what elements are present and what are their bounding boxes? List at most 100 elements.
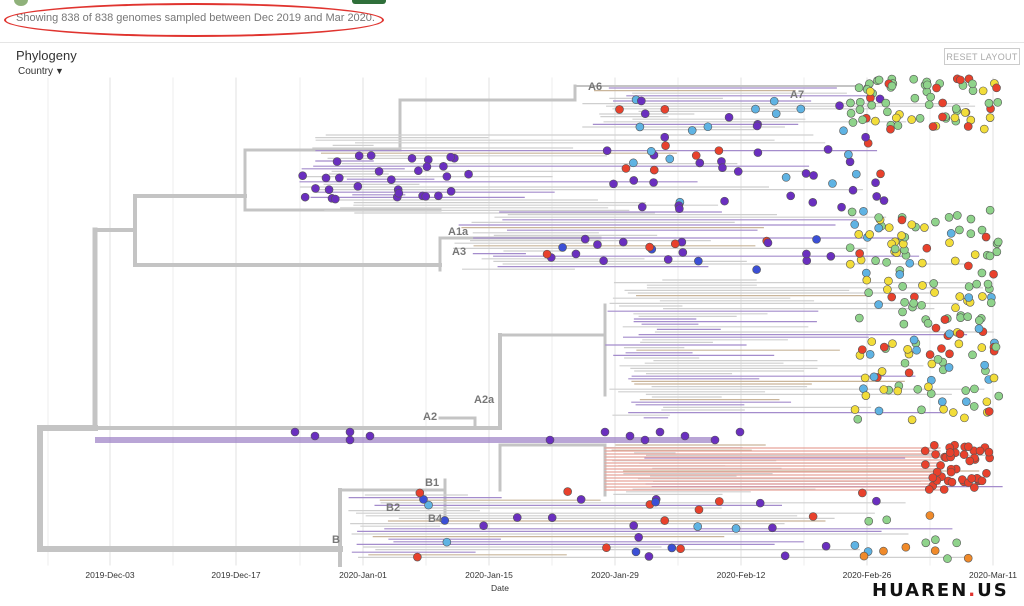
tip-node — [298, 171, 307, 180]
tip-node — [892, 113, 901, 123]
watermark-text-right: US — [977, 580, 1009, 601]
tip-node — [977, 476, 987, 486]
tip-node — [855, 249, 864, 258]
tip-node — [394, 188, 404, 198]
header-button[interactable] — [352, 0, 386, 4]
tip-node — [422, 162, 432, 172]
tip-node — [909, 335, 919, 345]
tip-node — [865, 87, 875, 96]
tip-node — [835, 101, 844, 110]
tip-node — [884, 223, 894, 232]
tip-node — [808, 512, 818, 521]
tip-node — [875, 94, 885, 104]
tip-node — [867, 337, 877, 346]
tip-node — [645, 242, 654, 252]
tip-node — [837, 202, 846, 212]
tip-node — [944, 212, 954, 222]
tip-node — [860, 373, 870, 383]
tip-node — [848, 118, 858, 127]
reset-layout-button[interactable]: RESET LAYOUT — [944, 48, 1020, 65]
tip-node — [977, 343, 987, 352]
tip-node — [629, 158, 638, 168]
tip-node — [871, 178, 880, 187]
tip-node — [946, 229, 956, 238]
tip-node — [844, 150, 853, 159]
tip-node — [693, 522, 702, 531]
tip-node — [855, 313, 864, 323]
tip-node — [974, 316, 984, 325]
tip-node — [874, 223, 883, 233]
tip-node — [600, 427, 610, 437]
clade-label: B — [332, 534, 340, 546]
highlight-annotation — [4, 3, 384, 37]
tip-node — [974, 324, 984, 333]
tip-node — [928, 473, 938, 482]
tip-node — [852, 169, 861, 179]
tip-node — [917, 405, 926, 415]
tip-node — [324, 185, 334, 194]
tip-node — [629, 521, 638, 530]
tip-node — [413, 552, 422, 562]
tip-node — [879, 546, 888, 556]
tip-node — [442, 537, 452, 547]
clade-label: A7 — [790, 89, 804, 101]
tip-node — [948, 408, 958, 417]
color-by-dropdown[interactable]: Country▼ — [18, 66, 64, 77]
tip-node — [938, 98, 947, 108]
tip-node — [921, 538, 931, 548]
tip-node — [847, 207, 857, 217]
tip-node — [576, 495, 586, 504]
tip-node — [446, 187, 456, 196]
tip-node — [981, 232, 991, 242]
panel-title: Phylogeny — [16, 48, 77, 63]
tip-node — [903, 345, 912, 354]
tip-node — [886, 124, 895, 134]
tip-node — [881, 98, 891, 108]
tip-node — [661, 141, 670, 150]
tip-node — [419, 495, 428, 504]
tip-node — [888, 339, 897, 348]
tip-node — [910, 93, 920, 103]
tip-node — [874, 300, 883, 309]
tip-node — [635, 122, 645, 132]
clade-label: B2 — [386, 502, 400, 514]
tip-node — [846, 108, 856, 118]
tip-node — [982, 397, 992, 407]
tip-node — [331, 194, 340, 204]
tip-node — [968, 79, 977, 89]
tip-node — [542, 249, 552, 259]
tip-node — [937, 397, 947, 407]
tip-node — [985, 205, 995, 215]
tip-node — [893, 121, 903, 130]
tip-node — [625, 431, 635, 441]
tip-node — [897, 231, 906, 240]
tip-node — [733, 167, 743, 176]
tip-node — [768, 523, 777, 533]
color-by-value: Country — [18, 66, 54, 77]
tip-node — [966, 214, 976, 224]
tip-node — [984, 98, 994, 108]
tip-node — [310, 431, 320, 441]
tip-node — [763, 238, 773, 248]
tip-node — [898, 307, 907, 317]
tip-node — [366, 151, 376, 160]
tip-node — [939, 485, 949, 494]
tip-node — [857, 345, 867, 354]
tip-node — [637, 96, 646, 106]
tip-node — [345, 435, 355, 445]
tip-node — [649, 178, 658, 187]
tip-node — [874, 406, 884, 416]
axis-tick-label: 2020-Jan-01 — [339, 570, 387, 580]
watermark: HUAREN.US — [872, 580, 1009, 601]
tip-node — [978, 292, 987, 301]
tip-node — [887, 292, 897, 302]
tip-node — [993, 98, 1003, 107]
tip-node — [300, 192, 310, 202]
tip-node — [926, 92, 935, 102]
tip-node — [854, 230, 864, 239]
tip-node — [989, 373, 999, 383]
tip-node — [434, 191, 443, 201]
tip-node — [871, 116, 880, 126]
tip-node — [858, 488, 867, 498]
